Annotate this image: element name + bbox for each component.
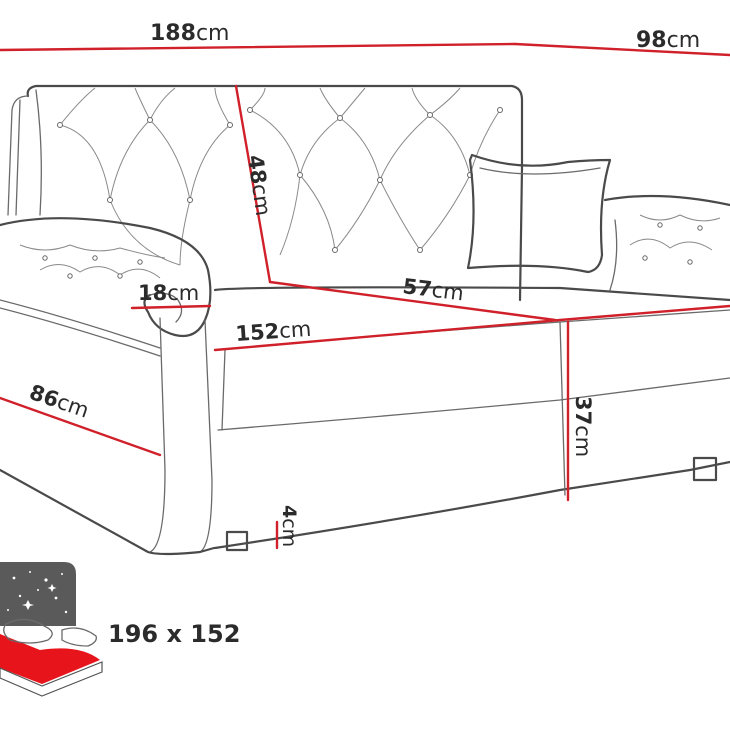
front-right-leg	[692, 456, 718, 482]
throw-pillow	[466, 153, 612, 274]
label-leg-height: 4cm	[278, 505, 300, 547]
dim-line-backrest	[234, 84, 272, 284]
mattress	[0, 634, 100, 684]
backrest-left-side	[7, 95, 29, 216]
sofa-base	[213, 460, 730, 550]
dim-line-depth	[513, 42, 730, 57]
bed-mattress-icon	[0, 562, 103, 697]
back-tufting	[57, 87, 503, 266]
label-width-total: 188cm	[150, 21, 229, 46]
sleeping-area-size: 196 x 152	[108, 620, 240, 648]
dimension-lines	[0, 42, 730, 550]
label-seat-depth: 57cm	[401, 274, 465, 305]
label-seat-height: 37cm	[571, 396, 595, 457]
dim-line-width	[0, 42, 517, 52]
dim-line-height	[0, 396, 162, 457]
sofa-drawing	[0, 84, 730, 556]
label-backrest-height: 48cm	[243, 153, 275, 217]
starry-night-bg	[0, 562, 76, 626]
sofa-backrest	[26, 84, 524, 302]
left-armrest-front-seam	[149, 317, 166, 553]
left-armrest	[0, 217, 212, 338]
seat-cushion	[213, 286, 730, 302]
backrest-left-edge	[35, 89, 42, 216]
stars	[7, 571, 68, 614]
sofa-left-side	[0, 468, 216, 556]
pillow-shape	[3, 618, 53, 644]
front-left-leg	[225, 530, 249, 552]
dim-line-armrest	[130, 304, 212, 310]
dim-line-seat-depth	[268, 280, 557, 322]
label-seat-width: 152cm	[235, 317, 312, 346]
arm-tufting	[19, 244, 166, 279]
label-depth-total: 98cm	[636, 28, 700, 53]
label-armrest-width: 18cm	[138, 281, 199, 305]
dim-line-seat-width	[213, 304, 730, 352]
label-height-total: 86cm	[26, 380, 92, 423]
bed-frame	[0, 661, 103, 697]
dimension-labels: 188cm 98cm 48cm 18cm 57cm 152cm 86cm 37c…	[26, 21, 700, 547]
right-armrest	[603, 194, 730, 207]
